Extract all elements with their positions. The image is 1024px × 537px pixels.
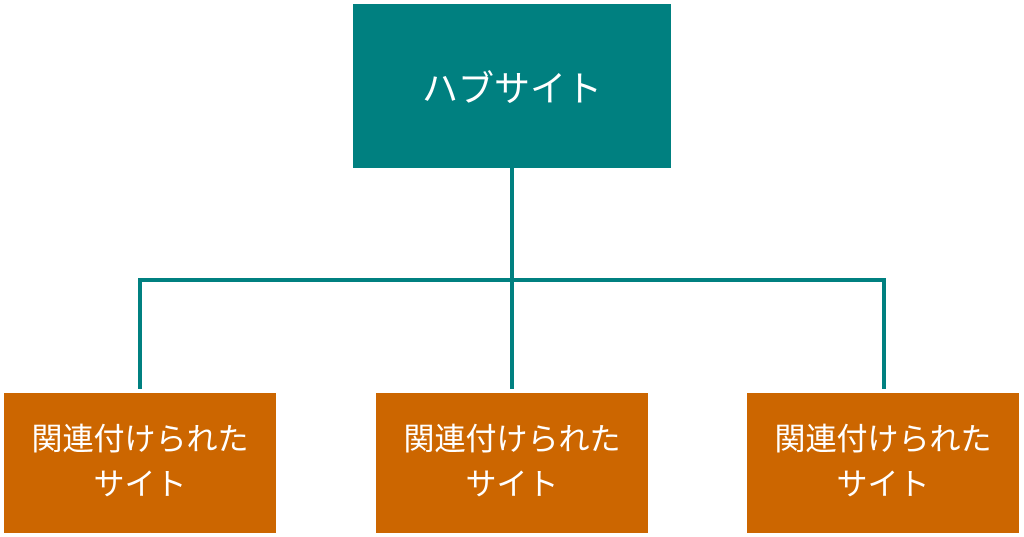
associated-site-box-1: 関連付けられた サイト: [4, 393, 276, 533]
associated-site-box-2: 関連付けられた サイト: [376, 393, 648, 533]
associated-site-label-line2: サイト: [465, 467, 559, 503]
associated-site-box-3: 関連付けられた サイト: [747, 393, 1019, 533]
associated-site-label-line1: 関連付けられた: [31, 422, 249, 459]
associated-site-label-line1: 関連付けられた: [403, 422, 621, 459]
associated-site-label-line2: サイト: [836, 467, 930, 503]
hub-site-box: ハブサイト: [353, 4, 671, 168]
associated-site-label-line2: サイト: [93, 467, 187, 503]
associated-site-label-line1: 関連付けられた: [774, 422, 992, 459]
hub-site-label: ハブサイト: [421, 69, 602, 110]
